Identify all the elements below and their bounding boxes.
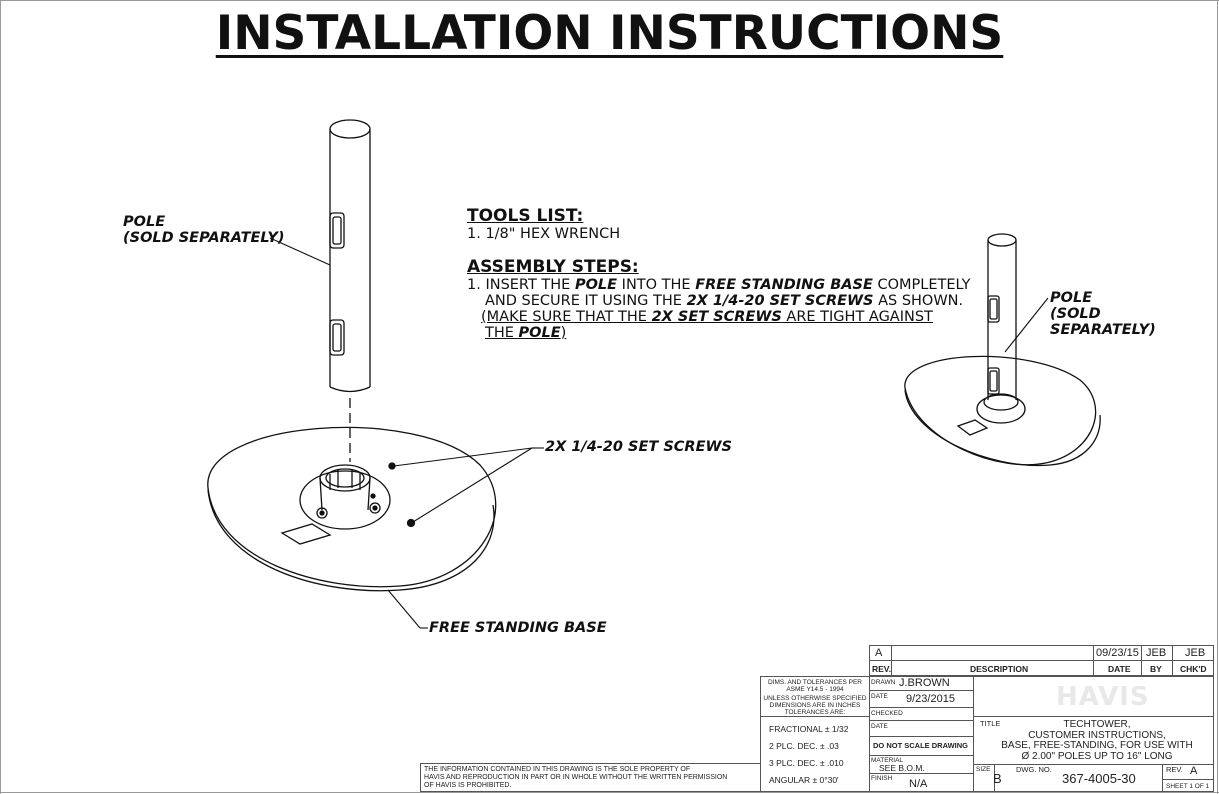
assembly-step-line2: AND SECURE IT USING THE 2X 1/4-20 SET SC… [467,293,971,309]
title-label: TITLE [980,719,1001,728]
rev-value-block: A [1190,765,1198,777]
title-area [973,676,1214,792]
checked-label: CHECKED [871,710,903,717]
border-right [1217,0,1218,794]
tolerance-angular: ANGULAR ± 0°30' [769,775,839,785]
callout-pole-left-line2: (SOLD SEPARATELY) [123,230,285,246]
assembly-step-line3: (MAKE SURE THAT THE 2X SET SCREWS ARE TI… [467,309,971,325]
rev-value: A [875,647,883,659]
callout-set-screws: 2X 1/4-20 SET SCREWS [545,439,732,455]
step-screws-term: 2X 1/4-20 SET SCREWS [686,293,874,309]
callout-pole-right-line3: SEPARATELY) [1050,322,1156,338]
step-text: THE [485,325,519,341]
do-not-scale: DO NOT SCALE DRAWING [873,741,968,750]
instruction-notes: TOOLS LIST: 1. 1/8" HEX WRENCH ASSEMBLY … [467,206,971,342]
assembly-right [904,233,1101,467]
tolerances-header: DIMS. AND TOLERANCES PER ASME Y14.5 - 19… [763,679,867,716]
step-base-term: FREE STANDING BASE [695,277,873,293]
material-label: MATERIAL [871,757,904,764]
tolerance-three-place: 3 PLC. DEC. ± .010 [769,758,844,768]
tools-list-item: 1. 1/8" HEX WRENCH [467,226,621,242]
step-text: INTO THE [617,277,696,293]
rev-header-by: BY [1150,664,1162,674]
callout-pole-right: POLE (SOLD SEPARATELY) [1050,290,1156,338]
rev-label: REV. [1166,765,1183,774]
base-left [207,426,497,592]
date-label: DATE [871,693,888,700]
sheet-number: SHEET 1 OF 1 [1166,783,1210,790]
step-text: ) [560,325,567,341]
callout-pole-right-line2: (SOLD [1050,306,1101,322]
step-text: (MAKE SURE THAT THE [481,309,652,325]
rev-header-date: DATE [1108,664,1131,674]
page-title: INSTALLATION INSTRUCTIONS [0,6,1219,61]
callout-free-standing-base: FREE STANDING BASE [429,620,607,636]
border-bottom [0,792,1219,793]
pole-left [329,119,371,393]
dwg-no-value: 367-4005-30 [1062,771,1136,786]
border-top [0,0,1219,1]
material-value: SEE B.O.M. [879,763,925,773]
callout-pole-left-line1: POLE [123,214,166,230]
step-pole-term: POLE [574,277,618,293]
proprietary-box [420,763,761,792]
step-screws-term: 2X SET SCREWS [651,309,782,325]
finish-label: FINISH [871,775,893,782]
assembly-step-line1: 1. INSERT THE POLE INTO THE FREE STANDIN… [467,277,971,293]
leaders-left [269,237,544,629]
step-text: ARE TIGHT AGAINST [781,309,933,325]
drawn-label: DRAWN [871,679,896,686]
callout-pole-right-line1: POLE [1050,290,1093,306]
rev-header-description: DESCRIPTION [970,664,1029,674]
finish-value: N/A [909,778,928,790]
tools-list-heading: TOOLS LIST: [467,206,584,226]
rev-header-chkd: CHK'D [1180,664,1207,674]
size-value: B [993,771,1002,786]
rev-date: 09/23/15 [1096,647,1139,659]
step-text: AND SECURE IT USING THE [485,293,687,309]
callout-pole-left: POLE (SOLD SEPARATELY) [123,214,285,246]
tolerance-fractional: FRACTIONAL ± 1/32 [769,724,849,734]
assembly-step-line4: THE POLE) [467,325,971,341]
date-value: 9/23/2015 [906,693,955,705]
dwg-no-label: DWG. NO. [1016,765,1052,774]
proprietary-notice: THE INFORMATION CONTAINED IN THIS DRAWIN… [424,766,728,789]
tolerance-two-place: 2 PLC. DEC. ± .03 [769,741,839,751]
rev-header-rev: REV. [872,664,892,674]
rev-by: JEB [1146,647,1167,659]
date2-label: DATE [871,723,888,730]
drawing-title: TECHTOWER, CUSTOMER INSTRUCTIONS, BASE, … [1001,719,1193,762]
rev-chkd: JEB [1185,647,1206,659]
size-label: SIZE [976,766,991,773]
step-text: 1. INSERT THE [467,277,575,293]
havis-logo: HAVIS [1056,682,1150,712]
assembly-steps-heading: ASSEMBLY STEPS: [467,257,639,277]
page-title-text: INSTALLATION INSTRUCTIONS [215,6,1004,61]
step-pole-term: POLE [518,325,561,341]
border-left [0,0,1,794]
drawn-value: J.BROWN [899,677,950,689]
step-text: AS SHOWN. [873,293,964,309]
step-text: COMPLETELY [872,277,971,293]
